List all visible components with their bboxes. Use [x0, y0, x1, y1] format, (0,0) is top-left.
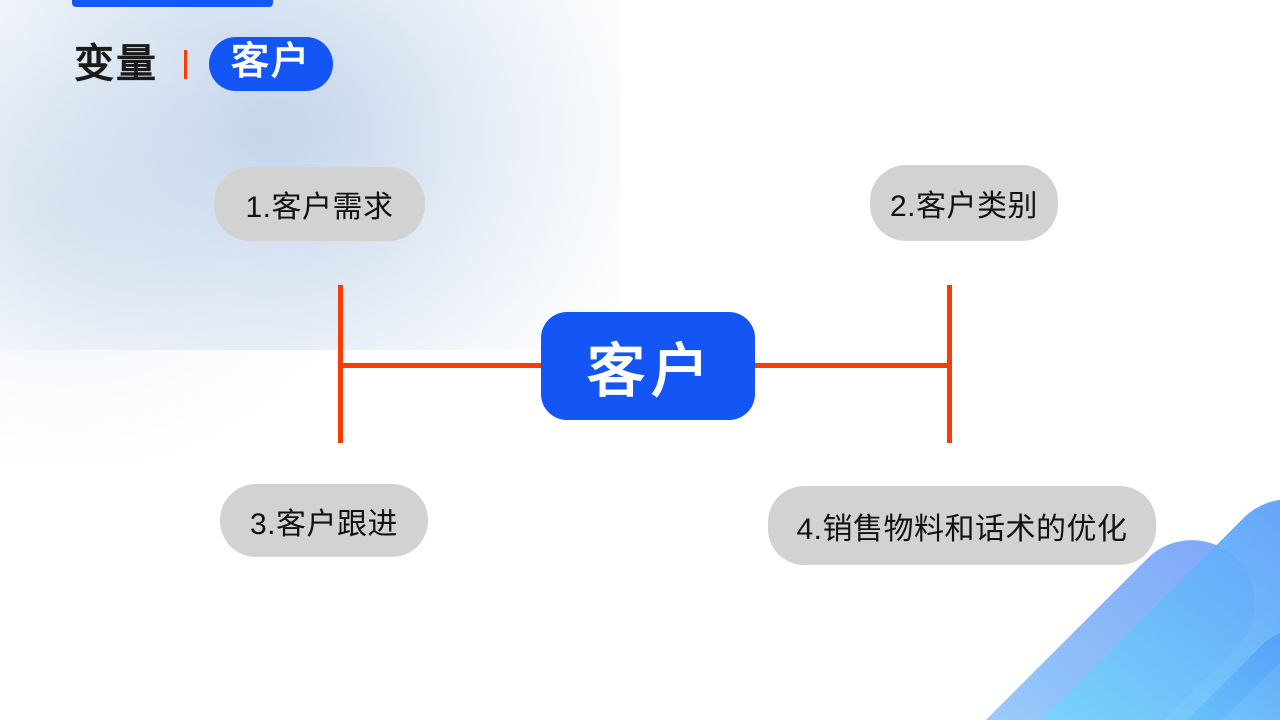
mindmap-node-2[interactable]: 2.客户类别: [870, 165, 1058, 241]
mindmap-center-node[interactable]: 客户: [541, 312, 755, 420]
connector-horizontal-left: [340, 363, 545, 368]
top-accent-bar: [72, 0, 273, 7]
mindmap-node-4[interactable]: 4.销售物料和话术的优化: [768, 486, 1156, 565]
page-title: 变量: [74, 42, 158, 86]
header-divider-icon: [184, 49, 187, 79]
mindmap-node-3[interactable]: 3.客户跟进: [220, 484, 428, 557]
connector-horizontal-right: [751, 363, 951, 368]
slide-header: 变量 客户: [74, 33, 334, 95]
header-topic-badge: 客户: [209, 36, 334, 92]
mindmap-node-1[interactable]: 1.客户需求: [214, 167, 425, 241]
